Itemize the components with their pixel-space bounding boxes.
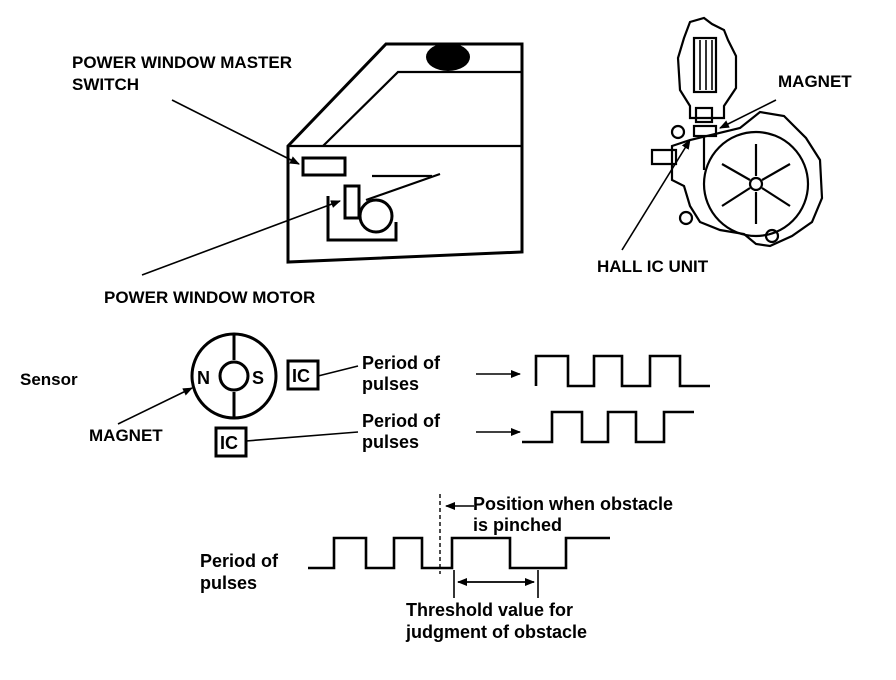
window-motor-label: POWER WINDOW MOTOR (104, 288, 315, 307)
hall-ic-arrow (621, 139, 691, 251)
ic-lower-label: IC (220, 433, 238, 453)
master-switch-label-line2: SWITCH (72, 75, 139, 94)
north-pole-label: N (197, 368, 210, 388)
sensor-diagram: N S (190, 332, 278, 420)
ic-upper-label: IC (292, 366, 310, 386)
period-upper-line1: Period of (362, 353, 441, 373)
pinched-label-line2: is pinched (473, 515, 562, 535)
period-bottom-line2: pulses (200, 573, 257, 593)
sensor-hub (218, 360, 250, 392)
threshold-label-line2: judgment of obstacle (405, 622, 587, 642)
master-switch-arrow (171, 99, 300, 165)
threshold-label-line1: Threshold value for (406, 600, 573, 620)
period-bottom-line1: Period of (200, 551, 279, 571)
hall-ic-unit-label: HALL IC UNIT (597, 257, 709, 276)
magnet-sensor-arrow (117, 387, 193, 425)
motor-unit-illustration (650, 16, 824, 248)
magnet-top-label: MAGNET (778, 72, 852, 91)
obstacle-pulse-waveform (308, 536, 610, 570)
magnet-top-arrow (719, 99, 777, 129)
magnet-sensor-label: MAGNET (89, 426, 163, 445)
master-switch-shape (301, 156, 347, 177)
upper-pulse-waveform (534, 354, 710, 388)
ic-lower-box (214, 426, 248, 458)
period-lower-line1: Period of (362, 411, 441, 431)
south-pole-label: S (252, 368, 264, 388)
master-switch-label-line1: POWER WINDOW MASTER (72, 53, 292, 72)
motor-shape (358, 198, 394, 234)
period-upper-line2: pulses (362, 374, 419, 394)
ic-upper-box (286, 359, 320, 391)
sensor-label: Sensor (20, 370, 78, 389)
door-illustration (286, 42, 524, 264)
period-lower-line2: pulses (362, 432, 419, 452)
pinched-label-line1: Position when obstacle (473, 494, 673, 514)
window-motor-arrow (141, 200, 341, 276)
mirror-shape (426, 43, 470, 71)
lower-pulse-waveform (522, 410, 694, 444)
